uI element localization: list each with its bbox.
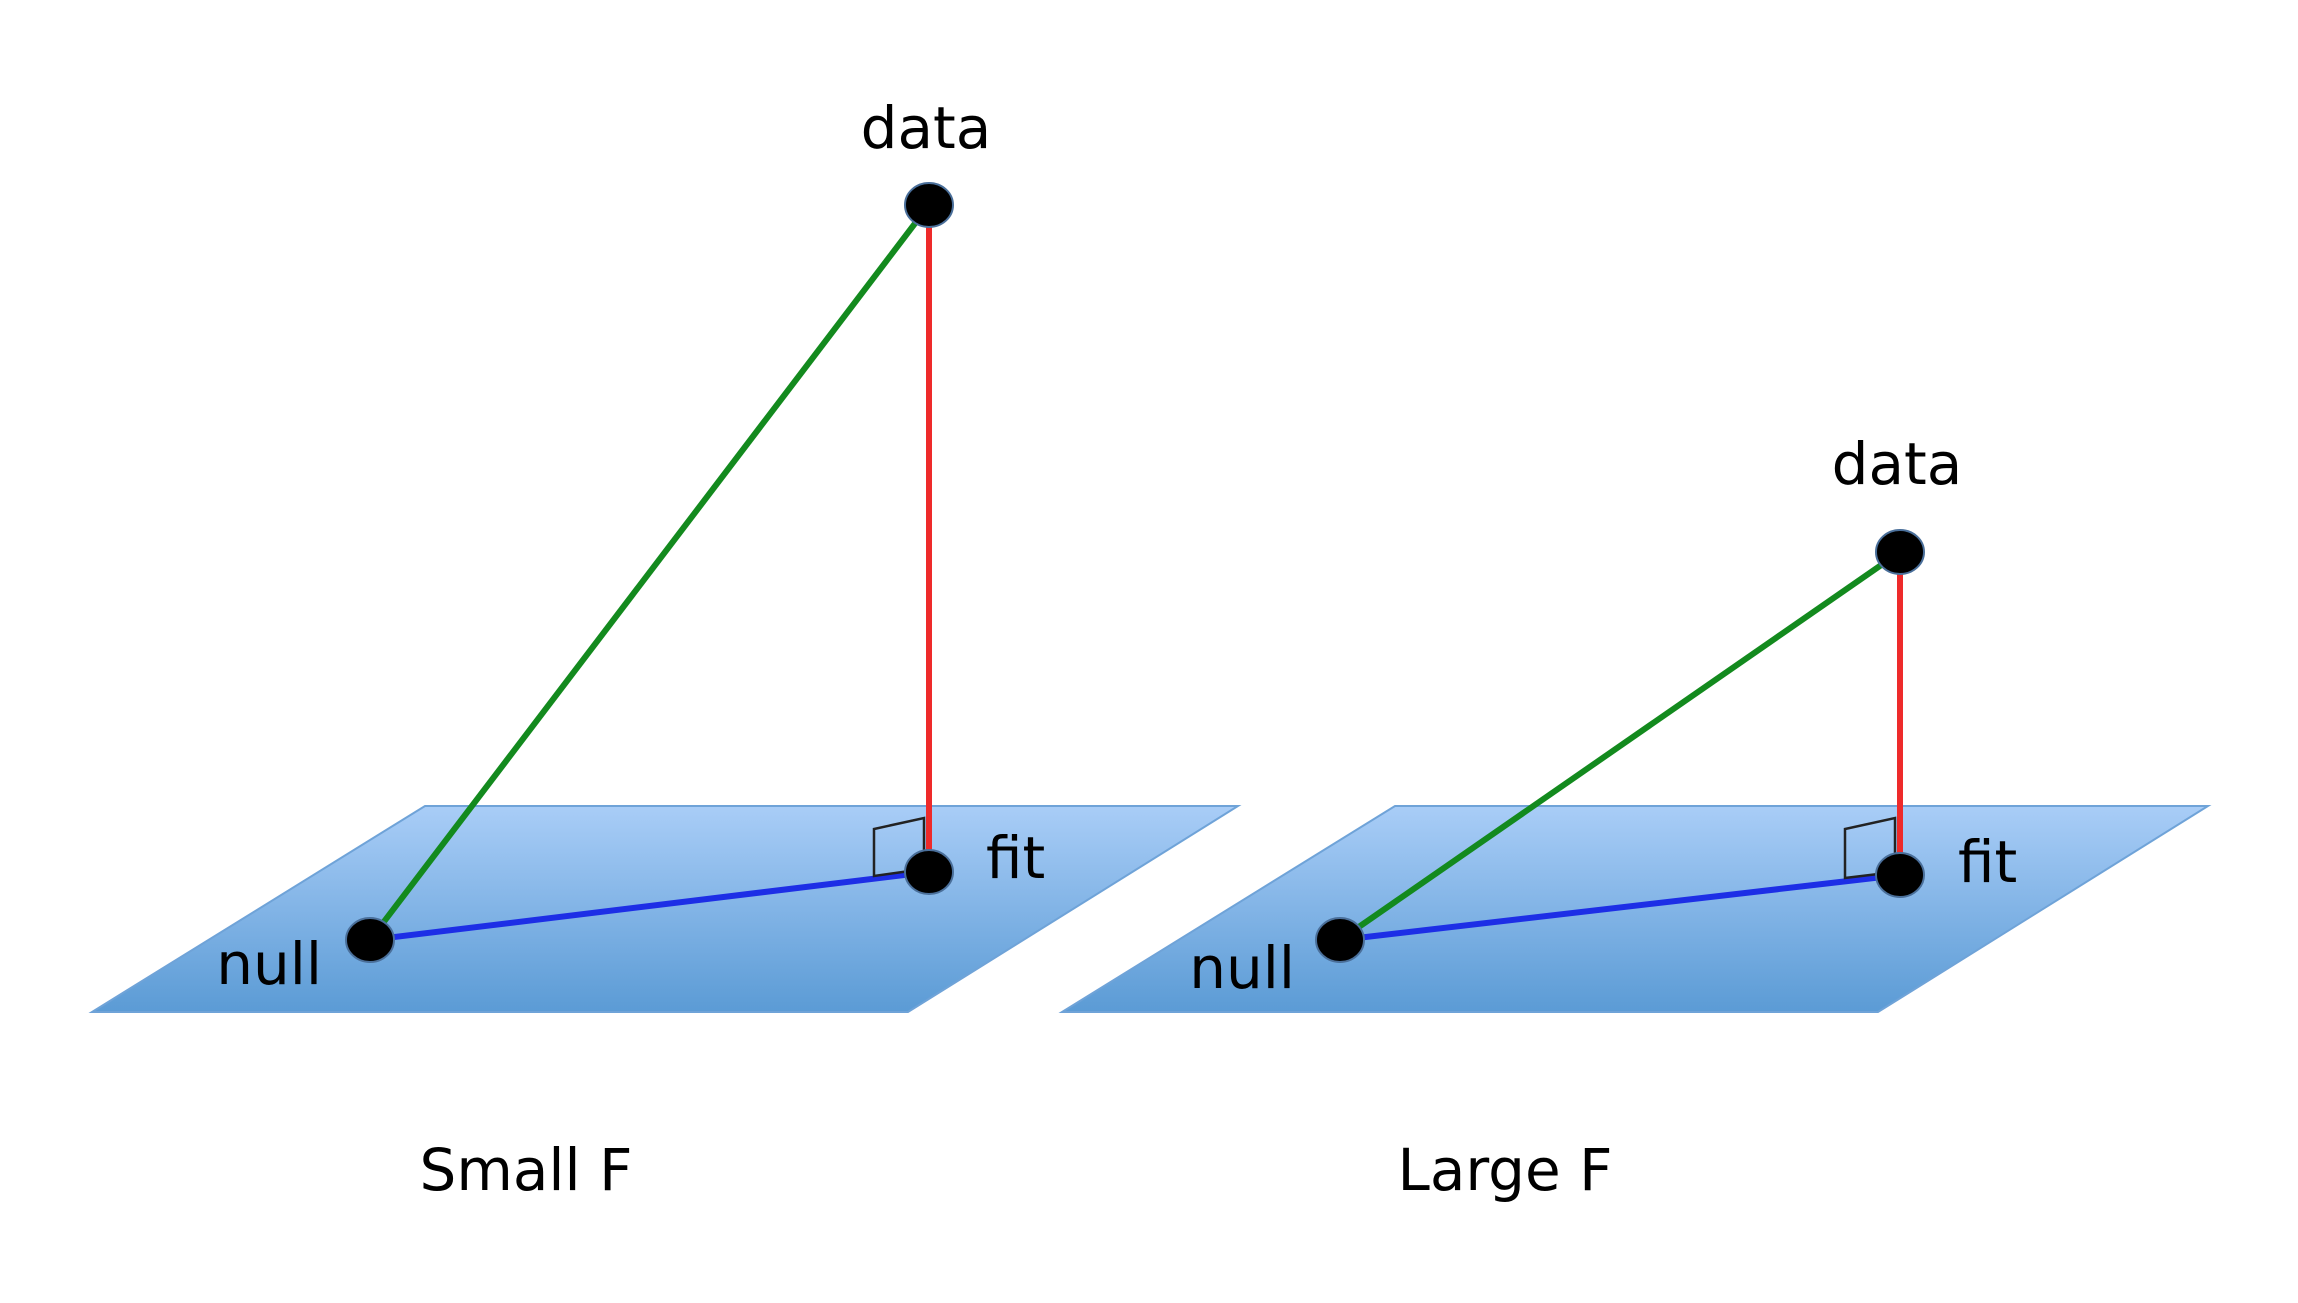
- null-label: null: [1189, 934, 1295, 1002]
- total-deviation-line: [367, 203, 932, 942]
- null-label: null: [216, 930, 322, 998]
- model-deviation-line: [1339, 872, 1901, 943]
- panel-large-f: data fit null Large F: [1058, 430, 2212, 1204]
- data-label: data: [1832, 430, 1963, 498]
- fit-point: [1875, 852, 1925, 898]
- data-point: [1875, 529, 1925, 575]
- null-point: [1315, 917, 1365, 963]
- panel-caption: Large F: [1398, 1136, 1613, 1204]
- panel-caption: Small F: [420, 1136, 633, 1204]
- null-point: [345, 917, 395, 963]
- fit-point: [904, 849, 954, 895]
- panel-small-f: data fit null Small F: [88, 94, 1242, 1204]
- fit-label: fit: [1958, 828, 2017, 896]
- data-point: [904, 182, 954, 228]
- fit-label: fit: [986, 824, 1045, 892]
- data-label: data: [861, 94, 992, 162]
- model-deviation-line: [369, 869, 930, 943]
- total-deviation-line: [1338, 549, 1902, 943]
